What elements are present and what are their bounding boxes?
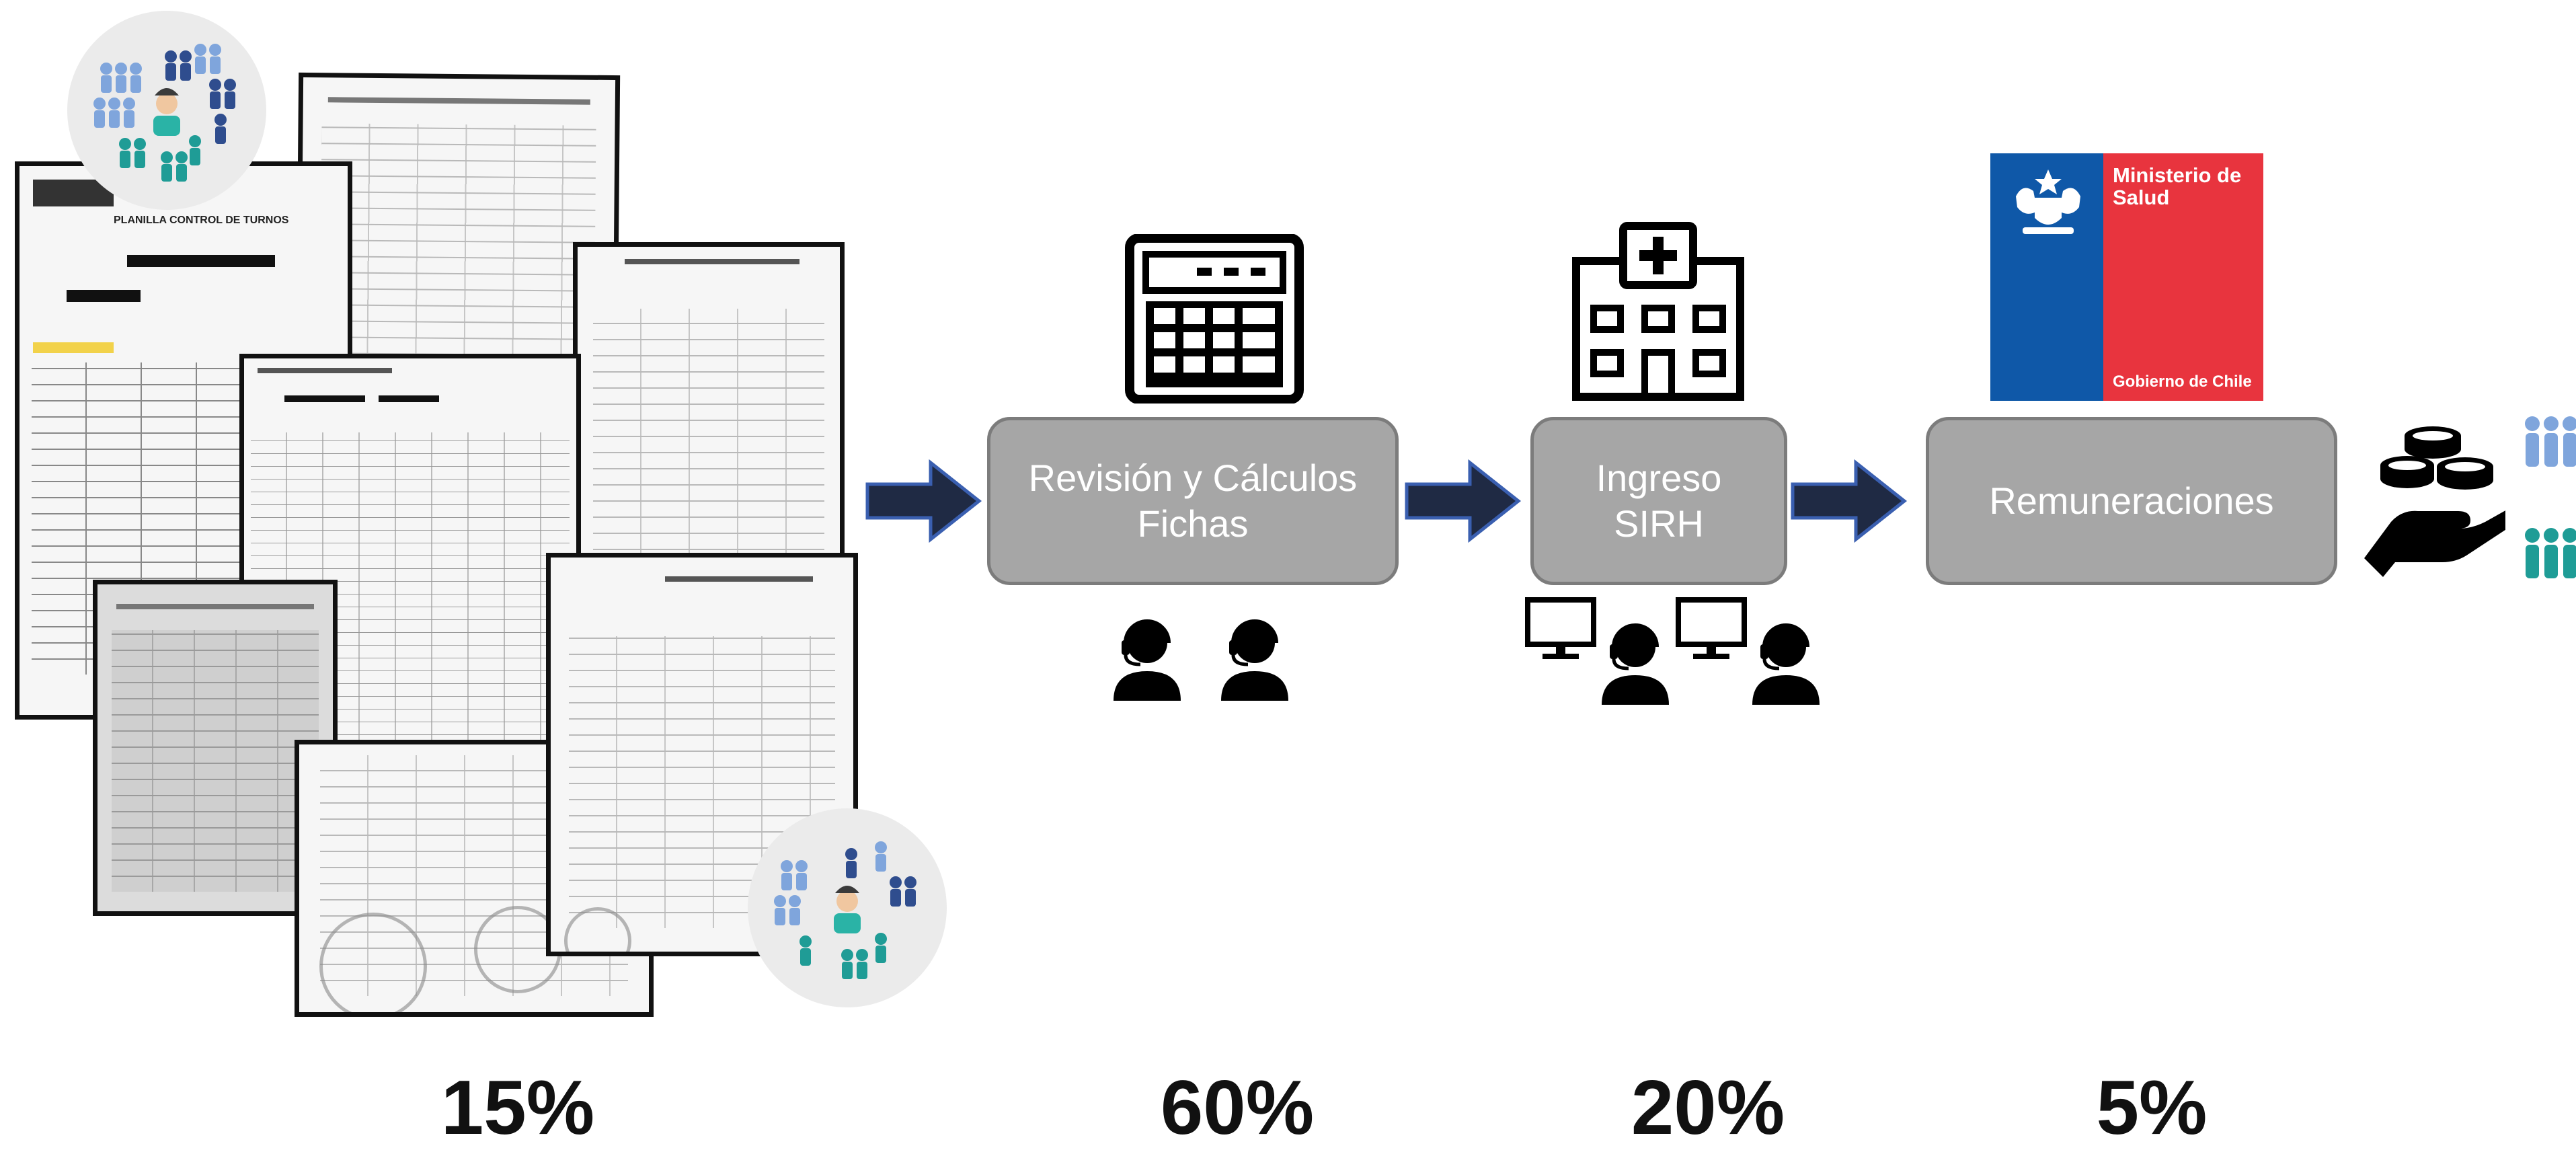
- document-title: PLANILLA CONTROL DE TURNOS: [114, 215, 289, 226]
- percentage-revision-calculos: 60%: [1160, 1065, 1315, 1151]
- arrow-right-icon: [1405, 459, 1522, 543]
- step-revision-calculos: Revisión y Cálculos Fichas: [987, 417, 1399, 585]
- arrow-right-icon: [1791, 459, 1908, 543]
- monitor-icon: [1525, 597, 1596, 659]
- headset-worker-icon: [1221, 619, 1288, 701]
- ministerio-salud-logo: Ministerio de Salud Gobierno de Chile: [1990, 153, 2263, 401]
- percentage-ingreso-sirh: 20%: [1631, 1065, 1785, 1151]
- headset-worker-icon: [1752, 623, 1820, 705]
- hospital-icon: [1572, 222, 1744, 401]
- government-name: Gobierno de Chile: [2113, 373, 2252, 391]
- arrow-right-icon: [865, 459, 982, 543]
- step-ingreso-sirh: Ingreso SIRH: [1530, 417, 1787, 585]
- percentage-documents: 15%: [440, 1065, 595, 1151]
- people-group-icon: [67, 11, 266, 210]
- percentage-remuneraciones: 5%: [2096, 1065, 2208, 1151]
- headset-worker-icon: [1114, 619, 1181, 701]
- document-turnos-bottom: [93, 580, 338, 916]
- headset-worker-icon: [1602, 623, 1669, 705]
- people-group-icon: [748, 808, 947, 1007]
- ministry-name: Ministerio de Salud: [2113, 163, 2242, 209]
- calculator-icon: [1125, 234, 1304, 404]
- hand-coins-icon: [2364, 426, 2505, 577]
- people-group-icon: [2525, 416, 2576, 578]
- documents-collage: PLANILLA CONTROL DE TURNOS: [0, 0, 955, 1022]
- monitor-icon: [1676, 597, 1747, 659]
- step-remuneraciones: Remuneraciones: [1926, 417, 2337, 585]
